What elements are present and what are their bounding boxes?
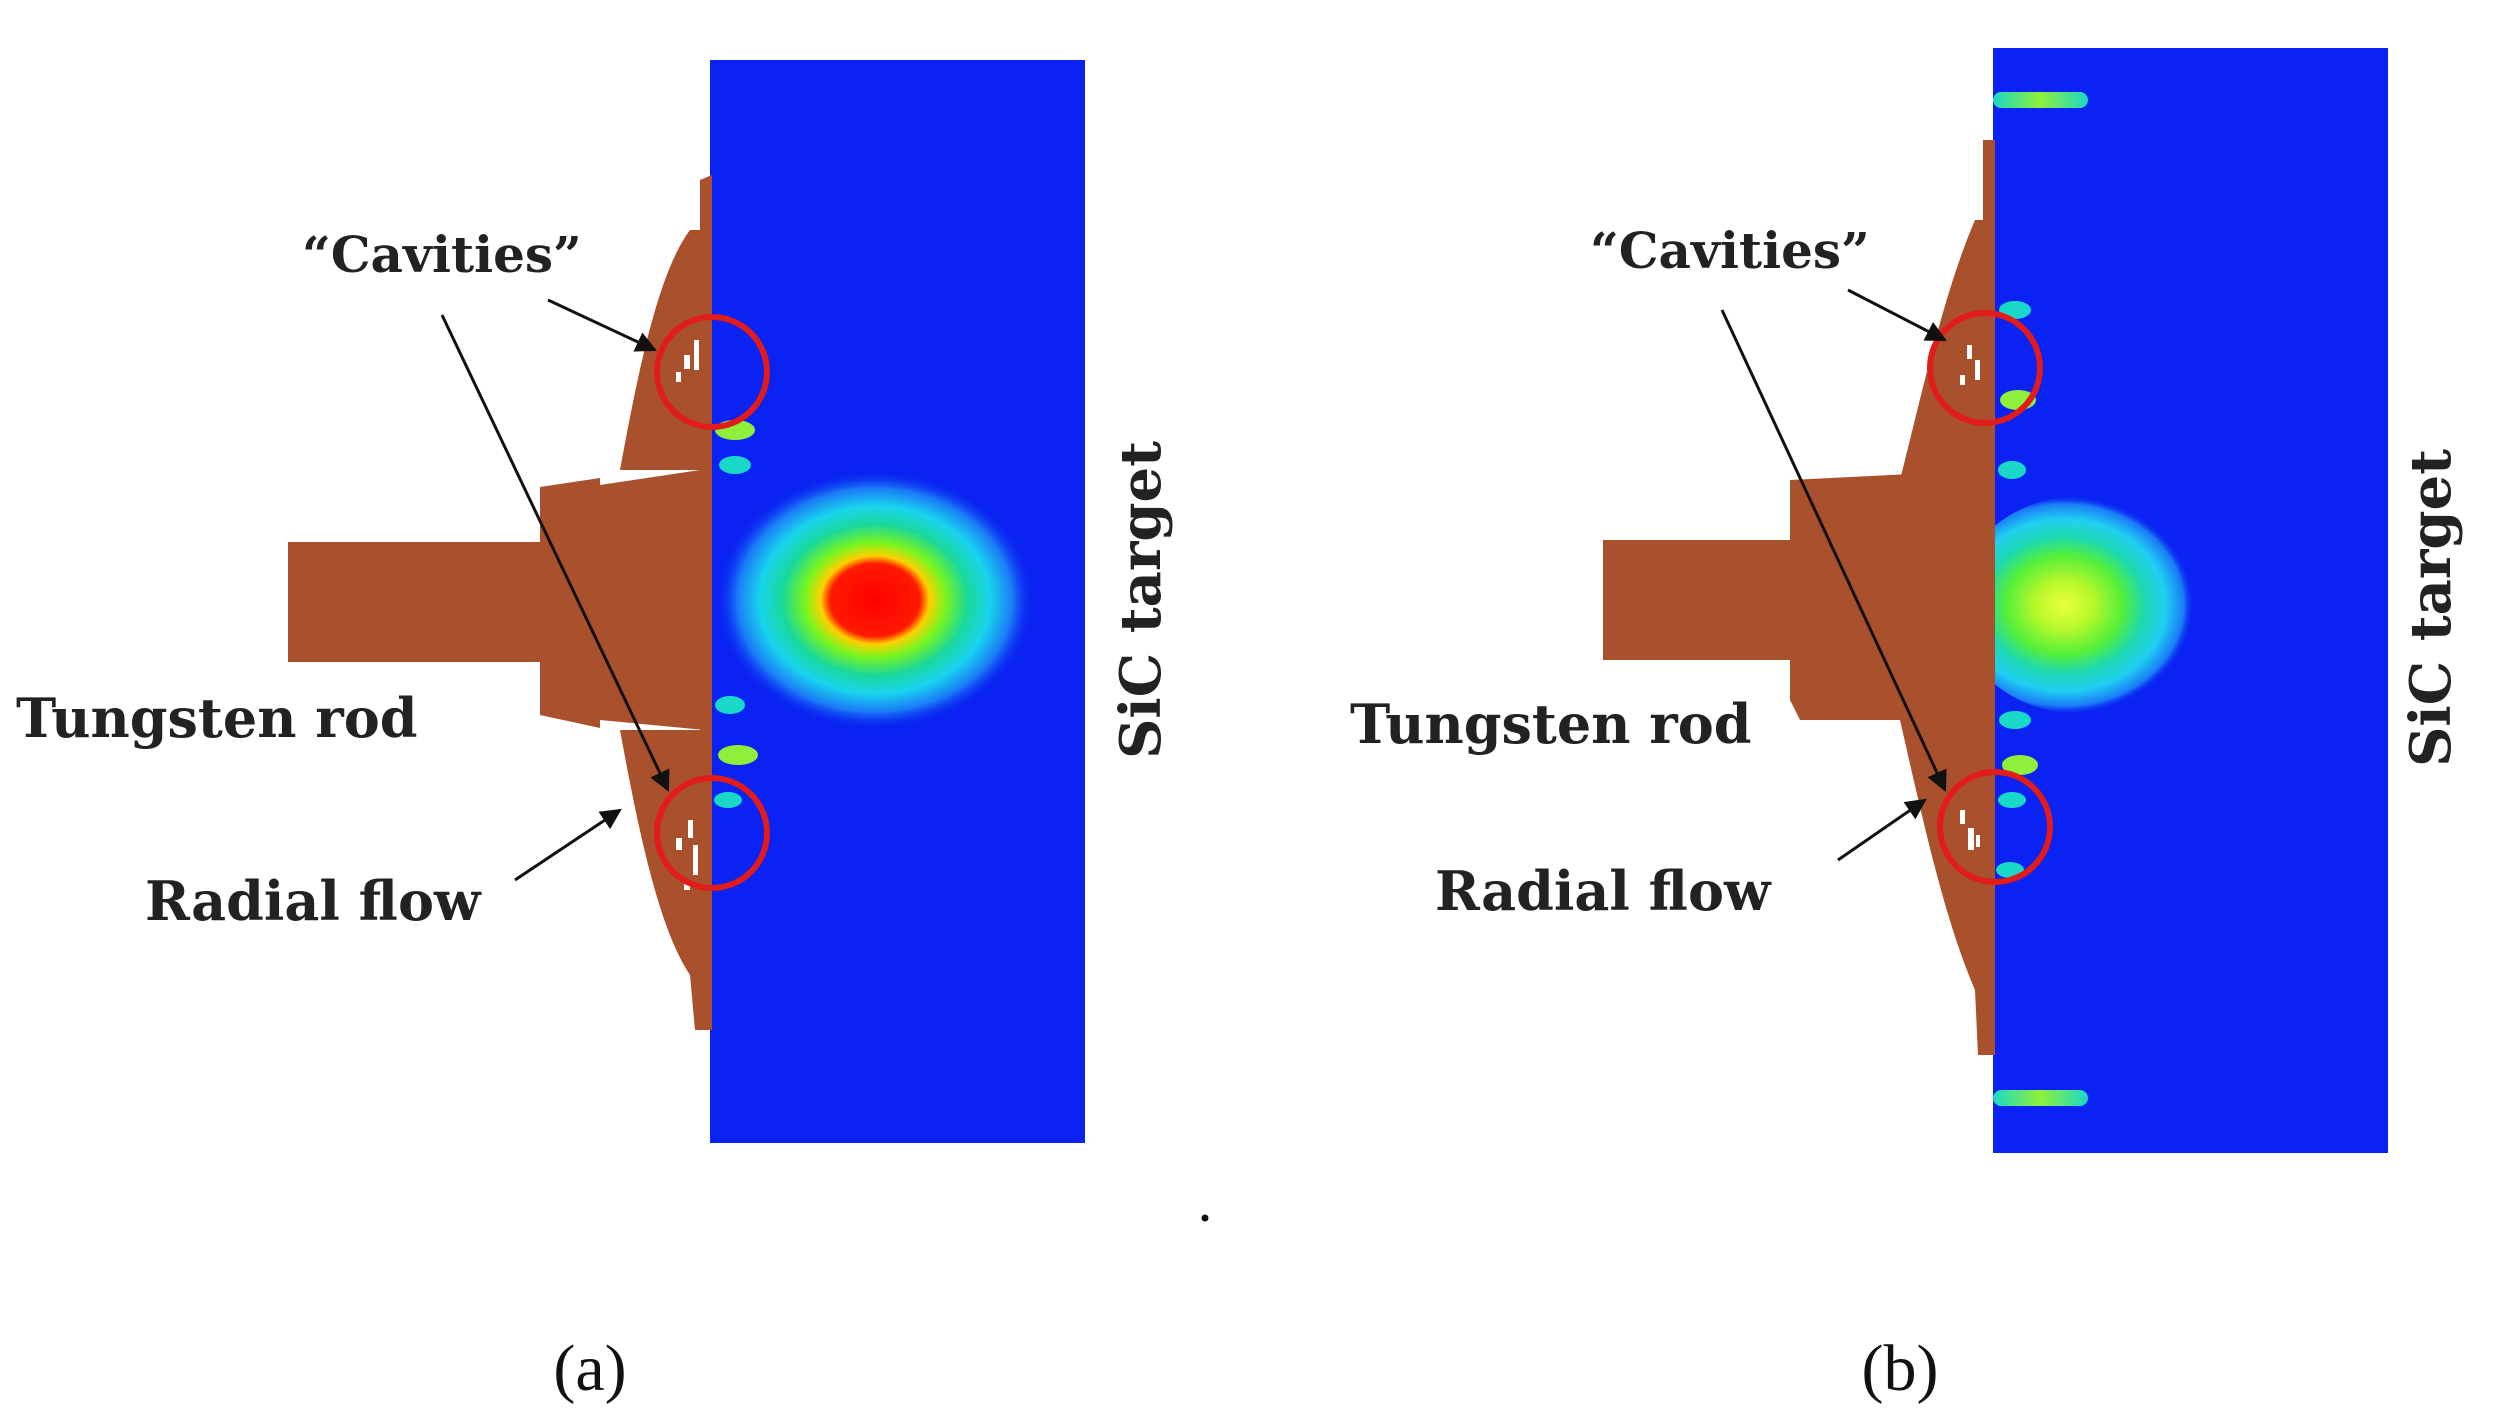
tungsten-rod-label: Tungsten rod: [16, 686, 418, 750]
tungsten-rod: [1603, 140, 1995, 1055]
damage-zone: [1955, 495, 2215, 715]
stray-dot: [1201, 1214, 1209, 1222]
panel-caption: (a): [553, 1332, 626, 1405]
cavities-arrow-top: [1847, 288, 1947, 342]
tungsten-rod: [288, 175, 712, 1030]
panel-a: “Cavities” Tungsten rod Radial flow SiC …: [16, 60, 1174, 1405]
panel-b: “Cavities” Tungsten rod Radial flow SiC …: [1350, 48, 2464, 1405]
sic-target-label: SiC target: [2398, 449, 2464, 767]
edge-damage-streaks: [1993, 92, 2088, 1106]
sic-target-label: SiC target: [1108, 441, 1174, 759]
cavities-label: “Cavities”: [302, 225, 582, 284]
cavities: [1960, 345, 1980, 850]
radial-flow-arrow: [1837, 798, 1927, 862]
cavity-circle-bottom: [654, 775, 770, 891]
radial-flow-label: Radial flow: [1435, 859, 1772, 923]
panel-caption: (b): [1862, 1332, 1939, 1405]
cavity-circle-top: [654, 314, 770, 430]
cavities-arrow-top: [547, 298, 657, 352]
cavity-circle-top: [1927, 310, 2043, 426]
cavities-arrow-bottom: [440, 314, 670, 792]
radial-flow-label: Radial flow: [145, 869, 482, 933]
tungsten-rod-label: Tungsten rod: [1350, 692, 1752, 756]
cavities-arrow-bottom: [1720, 309, 1947, 792]
cavities-label: “Cavities”: [1590, 221, 1870, 280]
cavity-circle-bottom: [1937, 769, 2053, 885]
interface-damage-streaks: [714, 420, 758, 808]
radial-flow-arrow: [514, 808, 622, 882]
damage-zone: [715, 470, 1035, 730]
